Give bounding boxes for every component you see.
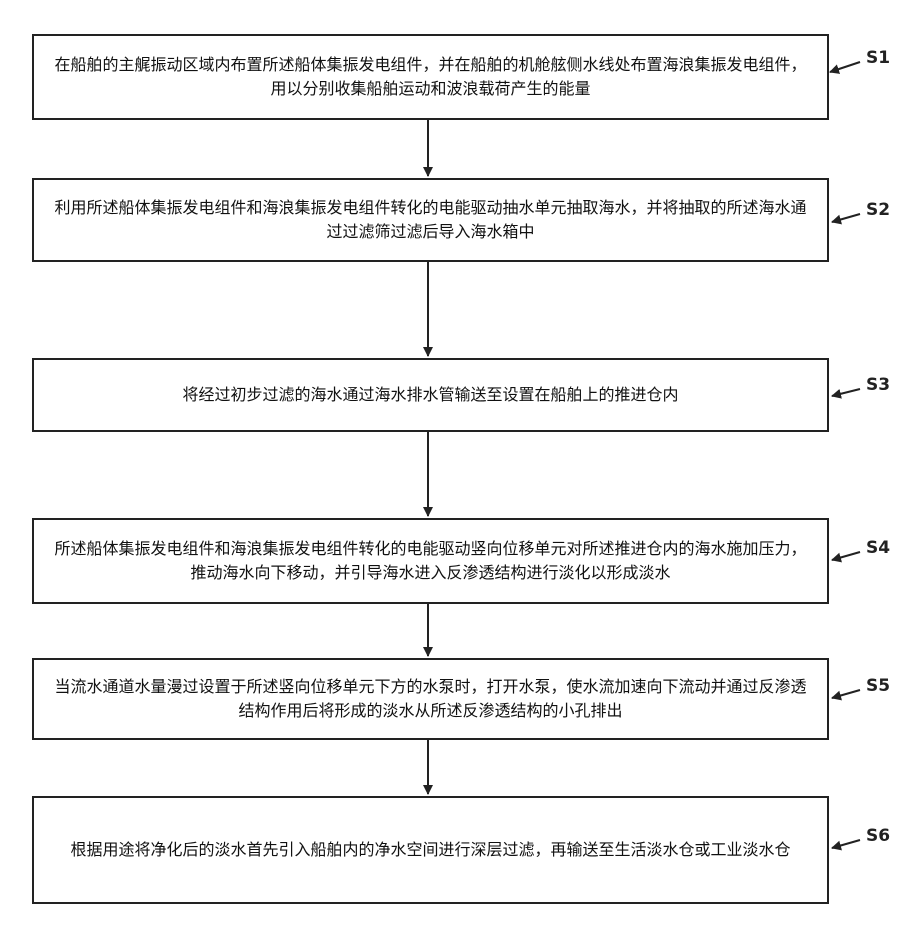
- leader-s4: [832, 552, 860, 560]
- leader-s6: [832, 840, 860, 848]
- step-box-s6: 根据用途将净化后的淡水首先引入船舶内的净水空间进行深层过滤，再输送至生活淡水仓或…: [32, 796, 829, 904]
- step-box-s1: 在船舶的主艉振动区域内布置所述船体集振发电组件，并在船舶的机舱舷侧水线处布置海浪…: [32, 34, 829, 120]
- step-label-s6: S6: [866, 826, 890, 846]
- step-text-s6: 根据用途将净化后的淡水首先引入船舶内的净水空间进行深层过滤，再输送至生活淡水仓或…: [70, 838, 790, 862]
- step-label-s2: S2: [866, 200, 890, 220]
- step-box-s4: 所述船体集振发电组件和海浪集振发电组件转化的电能驱动竖向位移单元对所述推进仓内的…: [32, 518, 829, 604]
- leader-s5: [832, 690, 860, 698]
- step-text-s4: 所述船体集振发电组件和海浪集振发电组件转化的电能驱动竖向位移单元对所述推进仓内的…: [48, 537, 813, 585]
- step-box-s2: 利用所述船体集振发电组件和海浪集振发电组件转化的电能驱动抽水单元抽取海水，并将抽…: [32, 178, 829, 262]
- step-box-s3: 将经过初步过滤的海水通过海水排水管输送至设置在船舶上的推进仓内: [32, 358, 829, 432]
- step-text-s2: 利用所述船体集振发电组件和海浪集振发电组件转化的电能驱动抽水单元抽取海水，并将抽…: [48, 196, 813, 244]
- leader-s3: [832, 389, 860, 396]
- leader-s2: [832, 214, 860, 222]
- step-box-s5: 当流水通道水量漫过设置于所述竖向位移单元下方的水泵时，打开水泵，使水流加速向下流…: [32, 658, 829, 740]
- step-label-s5: S5: [866, 676, 890, 696]
- step-label-s3: S3: [866, 375, 890, 395]
- step-text-s1: 在船舶的主艉振动区域内布置所述船体集振发电组件，并在船舶的机舱舷侧水线处布置海浪…: [48, 53, 813, 101]
- step-text-s5: 当流水通道水量漫过设置于所述竖向位移单元下方的水泵时，打开水泵，使水流加速向下流…: [48, 675, 813, 723]
- step-label-s1: S1: [866, 48, 890, 68]
- step-text-s3: 将经过初步过滤的海水通过海水排水管输送至设置在船舶上的推进仓内: [182, 383, 678, 407]
- leader-s1: [830, 62, 860, 72]
- step-label-s4: S4: [866, 538, 890, 558]
